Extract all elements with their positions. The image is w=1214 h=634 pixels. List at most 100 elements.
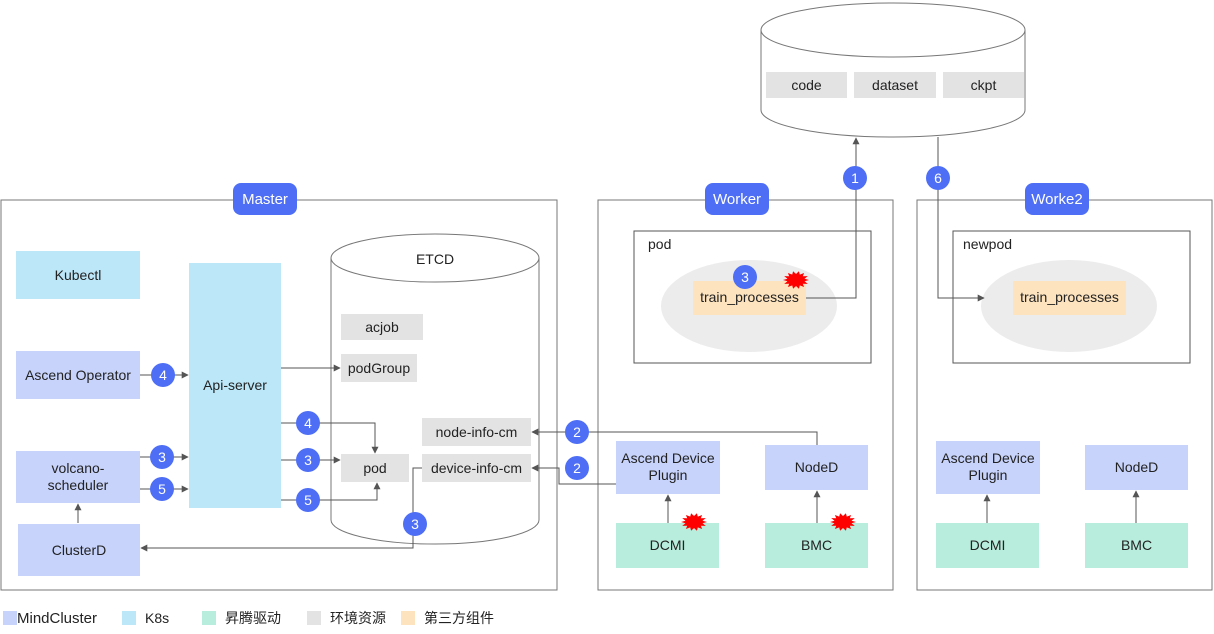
svg-text:1: 1: [851, 170, 859, 186]
worker-dcmi-box: DCMI: [616, 523, 719, 568]
worker-dcmi-label: DCMI: [650, 537, 686, 553]
worker-bmc-label: BMC: [801, 537, 832, 553]
worker2-dcmi-label: DCMI: [970, 537, 1006, 553]
worker2-title-badge: Worke2: [1025, 183, 1089, 215]
svg-text:4: 4: [304, 415, 312, 431]
storage-item-ckpt: ckpt: [943, 72, 1024, 98]
legend-item-env-resource: 环境资源: [307, 610, 386, 626]
api-server-label: Api-server: [203, 377, 267, 393]
volcano-scheduler-label: volcano-scheduler: [48, 460, 109, 493]
etcd-device-info-cm-label: device-info-cm: [431, 460, 522, 476]
storage-item-code: code: [766, 72, 847, 98]
worker2-title: Worke2: [1031, 191, 1082, 208]
step-badge-5-pod: 5: [296, 488, 320, 512]
kubectl-label: Kubectl: [55, 267, 102, 283]
legend-label-third-party: 第三方组件: [424, 610, 494, 626]
fault-marks: [681, 271, 856, 531]
etcd-pod-label: pod: [363, 460, 386, 476]
svg-text:2: 2: [573, 460, 581, 476]
legend-item-third-party: 第三方组件: [401, 610, 494, 626]
arrow-train-to-storage: [806, 137, 860, 299]
api-server-box: Api-server: [189, 263, 281, 508]
fault-mark-train-processes: [783, 271, 809, 289]
svg-text:5: 5: [158, 481, 166, 497]
etcd-podgroup-label: podGroup: [348, 360, 410, 376]
step-badge-1-storage: 1: [843, 166, 867, 190]
etcd-title: ETCD: [416, 251, 454, 267]
etcd-device-info-cm: device-info-cm: [422, 454, 531, 482]
arrow-device-info-to-clusterd: [140, 467, 422, 552]
worker2-noded-box: NodeD: [1085, 445, 1188, 490]
etcd-acjob: acjob: [341, 314, 423, 340]
worker-pod-label: pod: [648, 236, 671, 252]
svg-text:3: 3: [411, 516, 419, 532]
worker2-noded-label: NodeD: [1115, 459, 1159, 475]
etcd-acjob-label: acjob: [365, 319, 399, 335]
kubectl-box: Kubectl: [16, 251, 140, 299]
worker2-dcmi-box: DCMI: [936, 523, 1039, 568]
storage-item-ckpt-label: ckpt: [971, 77, 997, 93]
svg-text:5: 5: [304, 492, 312, 508]
step-badge-4-operator: 4: [151, 363, 175, 387]
step-badges: 1 6 3 4 3 5 4 3 5 3 2 2: [150, 166, 950, 536]
etcd-podgroup: podGroup: [341, 354, 417, 382]
storage-item-code-label: code: [791, 77, 822, 93]
worker-train-processes-label: train_processes: [700, 289, 799, 305]
worker-title: Worker: [713, 191, 761, 208]
svg-text:3: 3: [158, 449, 166, 465]
worker2-bmc-box: BMC: [1085, 523, 1188, 568]
worker2-bmc-label: BMC: [1121, 537, 1152, 553]
clusterd-label: ClusterD: [52, 542, 106, 558]
storage-cylinder: [760, 2, 1026, 138]
worker2-pod-frame: [952, 230, 1191, 364]
storage-item-dataset: dataset: [854, 72, 936, 98]
etcd-cylinder: ETCD: [330, 233, 540, 545]
storage-item-dataset-label: dataset: [872, 77, 918, 93]
fault-mark-dcmi: [681, 513, 707, 531]
svg-text:6: 6: [934, 170, 942, 186]
worker-noded-label: NodeD: [795, 459, 839, 475]
worker-bmc-box: BMC: [765, 523, 868, 568]
legend-item-ascend-driver: 昇腾驱动: [202, 610, 281, 626]
step-badge-2-device-info: 2: [565, 456, 589, 480]
step-badge-4-pod: 4: [296, 411, 320, 435]
master-title: Master: [242, 191, 288, 208]
worker-noded-box: NodeD: [765, 445, 868, 490]
step-badge-2-node-info: 2: [565, 420, 589, 444]
worker2-pod-label: newpod: [963, 236, 1012, 252]
step-badge-3-pod: 3: [296, 448, 320, 472]
step-badge-5-volcano: 5: [150, 477, 174, 501]
legend: MindCluster K8s 昇腾驱动 环境资源 第三方组件: [3, 610, 494, 627]
fault-mark-bmc: [830, 513, 856, 531]
etcd-node-info-cm: node-info-cm: [422, 418, 531, 446]
step-badge-3-train: 3: [733, 265, 757, 289]
legend-label-k8s: K8s: [145, 610, 169, 626]
legend-label-ascend-driver: 昇腾驱动: [225, 610, 281, 626]
arrow-storage-to-newpod: [937, 137, 985, 302]
step-badge-3-clusterd: 3: [403, 512, 427, 536]
svg-text:4: 4: [159, 367, 167, 383]
worker2-train-processes: train_processes: [1013, 281, 1126, 315]
svg-text:3: 3: [304, 452, 312, 468]
worker-pod-frame: [633, 230, 872, 364]
step-badge-3-volcano: 3: [150, 445, 174, 469]
master-title-badge: Master: [233, 183, 297, 215]
clusterd-box: ClusterD: [18, 524, 140, 576]
step-badge-6-storage: 6: [926, 166, 950, 190]
legend-item-mindcluster: MindCluster: [3, 610, 97, 627]
worker2-train-processes-label: train_processes: [1020, 289, 1119, 305]
svg-text:3: 3: [741, 269, 749, 285]
etcd-node-info-cm-label: node-info-cm: [436, 424, 518, 440]
legend-label-mindcluster: MindCluster: [17, 610, 97, 627]
legend-label-env-resource: 环境资源: [330, 610, 386, 626]
volcano-scheduler-box: volcano-scheduler: [16, 451, 140, 503]
ascend-operator-label: Ascend Operator: [25, 367, 131, 383]
svg-text:2: 2: [573, 424, 581, 440]
ascend-operator-box: Ascend Operator: [16, 351, 140, 399]
etcd-pod: pod: [341, 454, 409, 482]
arrow-noded-to-node-info: [531, 428, 818, 445]
